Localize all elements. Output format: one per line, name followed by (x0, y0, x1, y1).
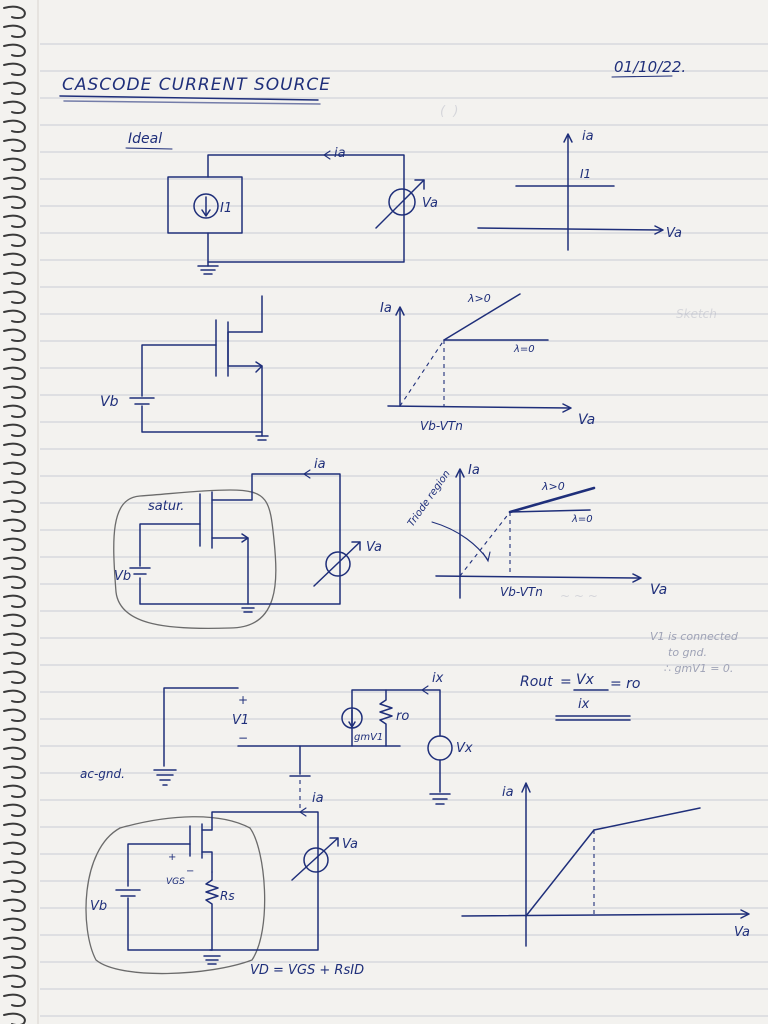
ss-acgnd-label: ac-gnd. (80, 767, 125, 781)
svg-text:( ⁠ ): ( ⁠ ) (440, 104, 458, 119)
mosfet-graph-y: Ia (380, 301, 392, 316)
ss-ro-label: ro (396, 709, 409, 724)
ideal-graph-level: I1 (580, 167, 591, 181)
ideal-label: Ideal (128, 131, 162, 147)
mosfet-sat-circuit: satur. Vb ia Va (113, 457, 382, 630)
deg-graph-x: Va (734, 925, 750, 940)
deg-vb-label: Vb (90, 899, 107, 914)
sat-current-label: ia (314, 457, 326, 472)
mosfet-basic-circuit: Vb (100, 295, 269, 441)
ss-v1-label: V1 (232, 713, 249, 728)
sat-vb-label: Vb (114, 569, 131, 584)
mosfet-vb-label: Vb (100, 394, 119, 410)
ss-note-2: to gnd. (668, 646, 707, 659)
mosfet-graph-x: Va (578, 412, 595, 428)
deg-current-label: ia (312, 791, 324, 806)
ss-rout-num: Vx (576, 672, 595, 688)
ideal-va-label: Va (422, 196, 438, 211)
ideal-graph-x: Va (666, 226, 682, 241)
ss-rout-den: ix (578, 697, 590, 712)
ideal-graph-y: ia (582, 129, 594, 144)
page-date: 01/10/22. (614, 58, 686, 76)
sat-lambda-zero: λ=0 (571, 514, 593, 525)
mosfet-knee-label: Vb-VTn (420, 419, 463, 433)
ideal-graph: ia I1 Va (477, 129, 682, 251)
sat-graph-y: Ia (468, 463, 480, 478)
ss-note-3: ∴ gmV1 = 0. (664, 662, 733, 675)
sat-satur-label: satur. (148, 499, 184, 514)
mosfet-lambda-pos: λ>0 (467, 292, 491, 305)
ss-gm-label: gmV1 (354, 732, 383, 743)
degenerated-graph: ia Va (461, 782, 750, 947)
sat-knee-label: Vb-VTn (500, 585, 543, 599)
degenerated-circuit: Vb Rs + − VGS ia Va VD = VGS + RsID (85, 791, 364, 978)
small-signal-circuit: + V1 − ac-gnd. ro gmV1 ix Vx Rout = Vx i… (80, 630, 739, 808)
sat-graph-x: Va (650, 582, 667, 598)
ss-v1-minus: − (238, 731, 248, 745)
deg-vgs-label: VGS (166, 877, 185, 887)
ss-note-1: V1 is connected (650, 630, 739, 643)
deg-rs-label: Rs (220, 889, 235, 903)
ideal-current-label: ia (334, 146, 346, 161)
page-title: CASCODE CURRENT SOURCE (62, 75, 331, 95)
svg-text:Sketch: Sketch (676, 307, 717, 321)
deg-equation: VD = VGS + RsID (250, 963, 364, 978)
spiral-binding (3, 5, 26, 1024)
ruled-lines (40, 43, 768, 1017)
svg-text:−: − (186, 866, 194, 877)
sat-va-label: Va (366, 540, 382, 555)
ss-ix-label: ix (432, 671, 444, 686)
svg-text:=: = (560, 674, 572, 690)
ss-vx-label: Vx (456, 741, 473, 756)
ss-rout-result: = ro (610, 676, 641, 692)
ss-rout-label: Rout (520, 674, 553, 690)
mosfet-lambda-zero: λ=0 (513, 344, 535, 355)
svg-text:+: + (168, 852, 176, 863)
ideal-circuit: Ideal I1 ia Va (125, 131, 438, 275)
ss-v1-plus: + (238, 693, 248, 707)
bleed-through: ( ⁠ ) Sketch ~ ~ ~ (440, 104, 717, 603)
deg-graph-y: ia (502, 785, 514, 800)
ideal-source-label: I1 (220, 201, 232, 216)
sat-lambda-pos: λ>0 (541, 480, 565, 493)
mosfet-basic-graph: Ia Va λ>0 λ=0 Vb-VTn (380, 292, 595, 433)
svg-text:~ ~ ~: ~ ~ ~ (560, 589, 598, 603)
deg-va-label: Va (342, 837, 358, 852)
